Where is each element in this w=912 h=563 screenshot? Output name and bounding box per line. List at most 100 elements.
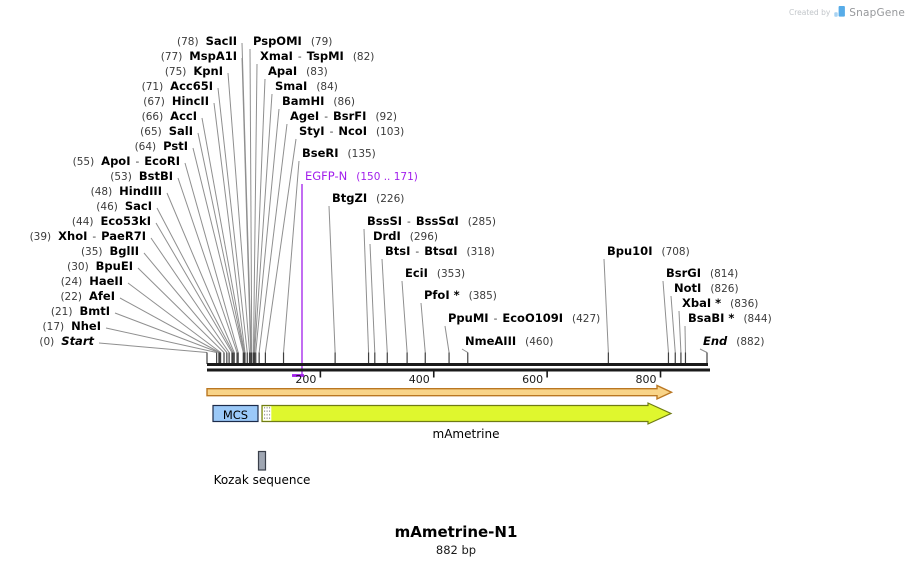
- site-label-ppumi-ecoo109i[interactable]: PpuMI-EcoO109I(427): [448, 311, 601, 325]
- site-label-end[interactable]: End(882): [703, 334, 765, 349]
- site-label-xmai-tspmi[interactable]: XmaI-TspMI(82): [260, 49, 375, 63]
- site-position: (86): [333, 96, 355, 108]
- axis-tick-label: 800: [636, 373, 657, 386]
- enzyme-name: BtsI: [385, 244, 411, 258]
- site-label-nmeaiii[interactable]: NmeAIII (460): [465, 334, 553, 349]
- site-label-bamhi[interactable]: BamHI(86): [282, 94, 355, 109]
- site-pointer-line: [662, 280, 669, 353]
- brand-name: SnapGene: [849, 6, 905, 19]
- enzyme-name: ApoI: [101, 154, 131, 168]
- site-pointer-line: [150, 237, 230, 353]
- site-label-bmti[interactable]: (21)BmtI: [51, 304, 110, 319]
- map-title: mAmetrine-N1: [394, 523, 518, 541]
- site-label-apoi-ecori[interactable]: (55)ApoI-EcoRI: [72, 154, 180, 168]
- primer-label-egfp-n[interactable]: EGFP-N(150 .. 171): [305, 169, 418, 184]
- site-pointer-line: [197, 132, 245, 353]
- site-label-bseri[interactable]: BseRI(135): [302, 146, 376, 161]
- enzyme-name: SacII: [205, 34, 237, 48]
- site-position: (17): [42, 321, 65, 333]
- site-label-pfoi-[interactable]: PfoI *(385): [424, 288, 497, 303]
- site-label-saci[interactable]: (46)SacI: [96, 199, 152, 214]
- site-pointer-line: [213, 102, 246, 353]
- site-pointer-line: [127, 282, 221, 353]
- cds-arrow-mametrine[interactable]: [261, 402, 673, 425]
- site-position: (79): [310, 36, 333, 48]
- axis-tick-label: 400: [409, 373, 430, 386]
- enzyme-name: BsrFI: [333, 109, 367, 123]
- construct-arrow[interactable]: [206, 384, 674, 401]
- site-label-xbai-[interactable]: XbaI *(836): [682, 296, 758, 311]
- site-position: (22): [60, 291, 83, 303]
- site-label-eco53ki[interactable]: (44)Eco53kI: [72, 214, 151, 229]
- site-position: (82): [352, 51, 375, 63]
- site-pointer-line: [699, 348, 708, 353]
- site-label-styi-ncoi[interactable]: StyI-NcoI(103): [299, 124, 405, 138]
- enzyme-name: NheI: [71, 319, 101, 333]
- enzyme-name: TspMI: [306, 49, 344, 63]
- site-pointer-line: [177, 177, 238, 353]
- mcs-feature-box[interactable]: [212, 404, 259, 423]
- enzyme-name: BssSαI: [415, 214, 459, 228]
- site-label-start[interactable]: (0)Start: [39, 334, 94, 349]
- site-label-bpuei[interactable]: (30)BpuEI: [67, 259, 133, 274]
- site-label-acc65i[interactable]: (71)Acc65I: [142, 79, 213, 94]
- site-label-agei-bsrfi[interactable]: AgeI-BsrFI(92): [290, 109, 397, 123]
- enzyme-name: BsaBI *: [688, 311, 735, 325]
- site-label-smai[interactable]: SmaI(84): [275, 79, 338, 94]
- site-label-acci[interactable]: (66)AccI: [142, 109, 197, 124]
- enzyme-name: XhoI: [58, 229, 88, 243]
- site-label-bsabi-[interactable]: BsaBI *(844): [688, 311, 772, 326]
- primer-position: (150 .. 171): [356, 171, 418, 183]
- site-position: (44): [71, 216, 94, 228]
- site-label-bsssi-bsss-i[interactable]: BssSI-BssSαI(285): [367, 214, 496, 228]
- site-label-kpni[interactable]: (75)KpnI: [165, 64, 223, 79]
- site-pointer-line: [444, 325, 450, 353]
- site-label-sali[interactable]: (65)SalI: [140, 124, 193, 139]
- site-position: (460): [525, 336, 554, 348]
- enzyme-name: PpuMI: [448, 311, 489, 325]
- site-position: (75): [164, 66, 187, 78]
- site-label-sacii[interactable]: (78)SacII: [177, 34, 237, 49]
- site-position: (64): [134, 141, 157, 153]
- site-label-ecii[interactable]: EciI(353): [405, 266, 465, 281]
- site-label-bglii[interactable]: (35)BglII: [81, 244, 139, 259]
- site-label-hindiii[interactable]: (48)HindIII: [91, 184, 162, 199]
- site-label-bsrgi[interactable]: BsrGI(814): [666, 266, 738, 281]
- site-label-mspa1i[interactable]: (77)MspA1I: [161, 49, 237, 64]
- site-position: (39): [29, 231, 52, 243]
- site-label-apai[interactable]: ApaI(83): [268, 64, 328, 79]
- site-pointer-line: [603, 258, 609, 353]
- mcs-label[interactable]: MCS: [222, 407, 249, 422]
- cds-label-mametrine[interactable]: mAmetrine: [432, 427, 500, 441]
- site-label-pspomi[interactable]: PspOMI (79): [253, 34, 332, 49]
- site-pointer-line: [283, 160, 300, 353]
- cds-hatch-background: [262, 406, 272, 421]
- site-label-bstbi[interactable]: (53)BstBI: [110, 169, 173, 184]
- site-label-noti[interactable]: NotI(826): [674, 281, 739, 296]
- site-position: (427): [572, 313, 601, 325]
- site-label-nhei[interactable]: (17) NheI: [43, 319, 101, 334]
- site-label-haeii[interactable]: (24)HaeII: [61, 274, 123, 289]
- site-label-xhoi-paer7i[interactable]: (39)XhoI-PaeR7I: [29, 229, 146, 243]
- site-label-btsi-bts-i[interactable]: BtsI-BtsαI(318): [385, 244, 495, 258]
- kozak-feature-box[interactable]: [257, 450, 267, 471]
- enzyme-name: PspOMI: [253, 34, 302, 48]
- enzyme-name: ApaI: [268, 64, 298, 78]
- enzyme-name: NmeAIII: [465, 334, 517, 348]
- site-position: (71): [141, 81, 164, 93]
- site-pointer-line: [363, 228, 370, 353]
- kozak-label[interactable]: Kozak sequence: [213, 473, 311, 487]
- site-label-hincii[interactable]: (67)HincII: [143, 94, 209, 109]
- site-label-afei[interactable]: (22)AfeI: [60, 289, 115, 304]
- site-label-bpu10i[interactable]: Bpu10I(708): [607, 244, 690, 259]
- site-position: (65): [140, 126, 162, 138]
- site-label-btgzi[interactable]: BtgZI(226): [332, 191, 404, 206]
- site-label-psti[interactable]: (64)PstI: [135, 139, 188, 154]
- enzyme-name: BssSI: [367, 214, 403, 228]
- site-pointer-line: [143, 252, 228, 353]
- enzyme-name: NcoI: [338, 124, 367, 138]
- site-label-drdi[interactable]: DrdI(296): [373, 229, 438, 244]
- site-pointer-line: [369, 243, 376, 353]
- enzyme-name: XmaI: [260, 49, 293, 63]
